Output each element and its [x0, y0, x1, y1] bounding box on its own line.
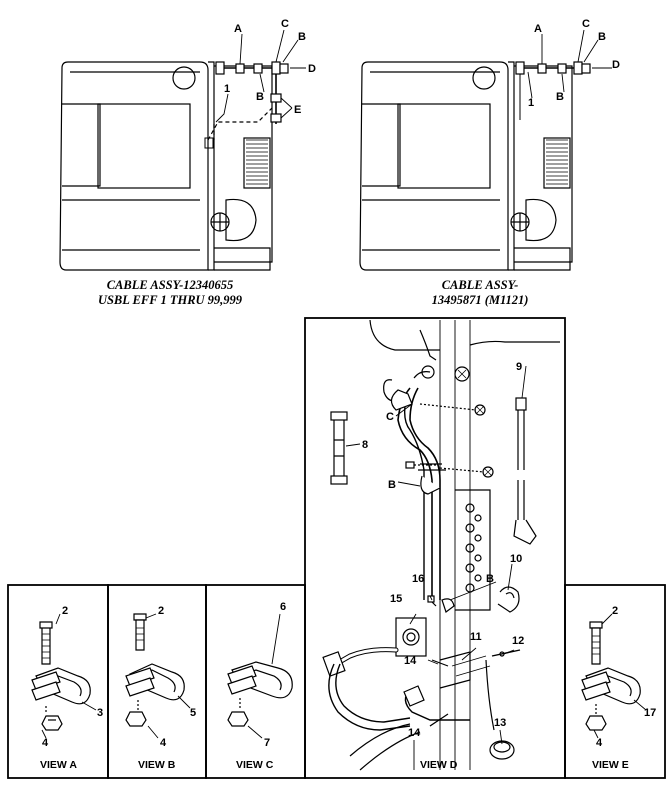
callout-1-left: 1 [224, 83, 230, 95]
callout-a-right: A [534, 23, 542, 35]
callout-7-view-c: 7 [264, 737, 270, 749]
callout-4-view-e: 4 [596, 737, 603, 749]
clamp-view-b [125, 613, 191, 739]
callout-8: 8 [362, 439, 368, 451]
callout-c-view-d: C [386, 411, 394, 423]
caption-right-line1: CABLE ASSY- [441, 278, 519, 292]
callout-14-upper: 14 [404, 655, 417, 667]
callout-4-view-b: 4 [160, 737, 167, 749]
callout-2-view-a: 2 [62, 605, 68, 617]
view-c-label: VIEW C [236, 759, 274, 771]
vehicle-illustration-left [59, 29, 306, 271]
clamp-view-c [227, 613, 293, 739]
callout-9: 9 [516, 361, 522, 373]
callout-14-lower: 14 [408, 727, 421, 739]
view-b-label: VIEW B [138, 759, 176, 771]
view-d-frame [304, 317, 566, 779]
callout-1-right: 1 [528, 97, 534, 109]
caption-left-line1: CABLE ASSY-12340655 [106, 278, 234, 292]
callout-17-view-e: 17 [644, 707, 656, 719]
view-e-frame [564, 584, 666, 779]
callout-d-right: D [612, 59, 620, 71]
view-a-label: VIEW A [40, 759, 77, 771]
caption-left: CABLE ASSY-12340655 USBL EFF 1 THRU 99,9… [60, 278, 280, 308]
callout-e-left: E [294, 104, 301, 116]
callout-c-left: C [281, 18, 289, 30]
caption-right: CABLE ASSY- 13495871 (M1121) [380, 278, 580, 308]
connector-part-8 [330, 411, 361, 485]
caption-left-line2: USBL EFF 1 THRU 99,999 [97, 293, 243, 307]
callout-b-left-lower: B [256, 91, 264, 103]
callout-b-left-upper: B [298, 31, 306, 43]
callout-13: 13 [494, 717, 506, 729]
callout-c-right: C [582, 18, 590, 30]
caption-right-line2: 13495871 (M1121) [431, 293, 529, 307]
callout-15: 15 [390, 593, 402, 605]
callout-a-left: A [234, 23, 242, 35]
callout-b-right-lower: B [556, 91, 564, 103]
callout-2-view-b: 2 [158, 605, 164, 617]
callout-6-view-c: 6 [280, 601, 286, 613]
callout-11: 11 [470, 631, 482, 643]
view-d-label: VIEW D [420, 759, 458, 771]
clamp-view-a [31, 613, 97, 739]
callout-3-view-a: 3 [97, 707, 103, 719]
vehicle-illustration-right [359, 29, 612, 271]
clamp-view-e [581, 613, 647, 739]
callout-10: 10 [510, 553, 522, 565]
callout-2-view-e: 2 [612, 605, 618, 617]
callout-16: 16 [412, 573, 424, 585]
callout-b-view-d-upper: B [388, 479, 396, 491]
callout-12: 12 [512, 635, 524, 647]
callout-b-view-d-lower: B [486, 573, 494, 585]
callout-5-view-b: 5 [190, 707, 196, 719]
view-d-illustration [322, 319, 560, 771]
view-e-label: VIEW E [592, 759, 629, 771]
view-c-frame [205, 584, 306, 779]
callout-4-view-a: 4 [42, 737, 49, 749]
callout-d-left: D [308, 63, 316, 75]
callout-b-right-upper: B [598, 31, 606, 43]
